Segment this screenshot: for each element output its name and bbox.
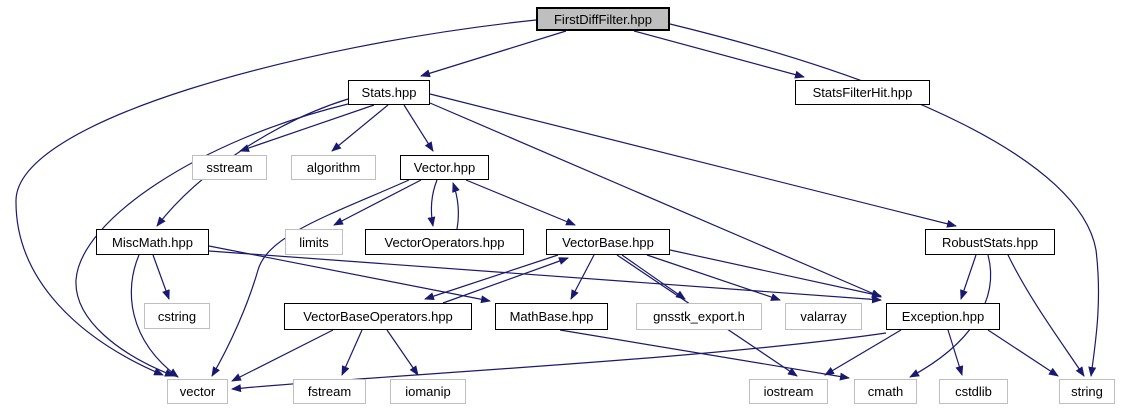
node-sstream: sstream <box>192 155 267 180</box>
edge-miscmath-to-exception <box>208 250 882 304</box>
edge-vectorbaseops-to-vectorbase <box>442 257 569 304</box>
edge-stats-to-sstream <box>239 104 375 152</box>
edge-stats-to-robuststats <box>429 93 957 228</box>
edge-miscmath-to-mathbase <box>208 245 491 304</box>
node-robuststats-hpp[interactable]: RobustStats.hpp <box>925 229 1055 255</box>
edge-exception-to-cstdlib <box>947 329 964 376</box>
edge-vectorbase-to-valarray <box>646 254 781 301</box>
node-vector-hpp[interactable]: Vector.hpp <box>400 155 489 180</box>
edge-vectorbaseops-to-fstream <box>341 329 363 376</box>
node-gnsstk-export-h: gnsstk_export.h <box>636 303 762 330</box>
node-fstream: fstream <box>293 379 366 404</box>
edge-vectorhpp-to-limits <box>333 179 422 226</box>
edge-vectorbase-to-gnsstkexport <box>621 254 686 300</box>
edge-robuststats-to-string <box>1007 254 1085 377</box>
edge-firstdifffilter-to-stats <box>420 30 567 78</box>
edge-miscmath-to-vector <box>130 254 179 378</box>
edge-stats-to-vectorhpp <box>403 104 434 152</box>
node-vectorbaseoperators-hpp[interactable]: VectorBaseOperators.hpp <box>284 303 472 330</box>
edge-firstdifffilter-to-string <box>669 23 1100 377</box>
node-limits: limits <box>285 229 343 255</box>
node-vectoroperators-hpp[interactable]: VectorOperators.hpp <box>365 229 524 255</box>
edge-firstdifffilter-to-statsfilterhit <box>633 30 805 79</box>
node-firstdifffilter-hpp: FirstDiffFilter.hpp <box>536 7 670 31</box>
edge-exception-to-string <box>987 329 1059 377</box>
edge-stats-to-algorithm <box>331 104 389 152</box>
node-iomanip: iomanip <box>390 379 466 404</box>
edge-vectorhpp-to-vectorbase <box>465 179 576 226</box>
node-vectorbase-hpp[interactable]: VectorBase.hpp <box>546 229 670 255</box>
edge-firstdifffilter-to-vector <box>15 19 537 376</box>
edge-mathbase-to-cmath <box>559 329 850 381</box>
edge-stats-to-miscmath <box>156 98 349 227</box>
edge-vectoroperators-to-vectorhpp <box>452 182 460 230</box>
node-stats-hpp[interactable]: Stats.hpp <box>348 80 430 105</box>
edge-vectorbaseops-to-vector <box>231 329 334 382</box>
node-string: string <box>1059 379 1115 404</box>
node-cstdlib: cstdlib <box>939 379 1008 404</box>
node-algorithm: algorithm <box>291 155 376 180</box>
edge-miscmath-to-cstring <box>152 254 170 300</box>
edge-exception-to-iostream <box>824 329 902 376</box>
edge-vectorhpp-to-vectoroperators <box>427 179 438 227</box>
edge-vectorbaseops-to-iomanip <box>386 329 419 376</box>
edge-stats-to-vector <box>75 103 349 377</box>
node-exception-hpp[interactable]: Exception.hpp <box>886 303 1000 330</box>
node-valarray: valarray <box>785 303 862 330</box>
edge-vectorbase-to-exception <box>669 249 882 298</box>
edge-vectorbase-to-vectorbaseops <box>424 254 559 300</box>
node-mathbase-hpp[interactable]: MathBase.hpp <box>495 303 608 330</box>
node-vector: vector <box>167 379 228 404</box>
edge-stats-to-exception <box>429 102 882 298</box>
node-cmath: cmath <box>854 379 917 404</box>
node-miscmath-hpp[interactable]: MiscMath.hpp <box>96 229 209 255</box>
node-cstring: cstring <box>144 303 210 329</box>
edge-vectorhpp-to-vector <box>211 179 410 377</box>
edge-robuststats-to-exception <box>960 254 977 300</box>
node-statsfilterhit-hpp[interactable]: StatsFilterHit.hpp <box>795 80 930 105</box>
edge-vectorbase-to-mathbase <box>570 254 595 300</box>
node-iostream: iostream <box>749 379 828 404</box>
